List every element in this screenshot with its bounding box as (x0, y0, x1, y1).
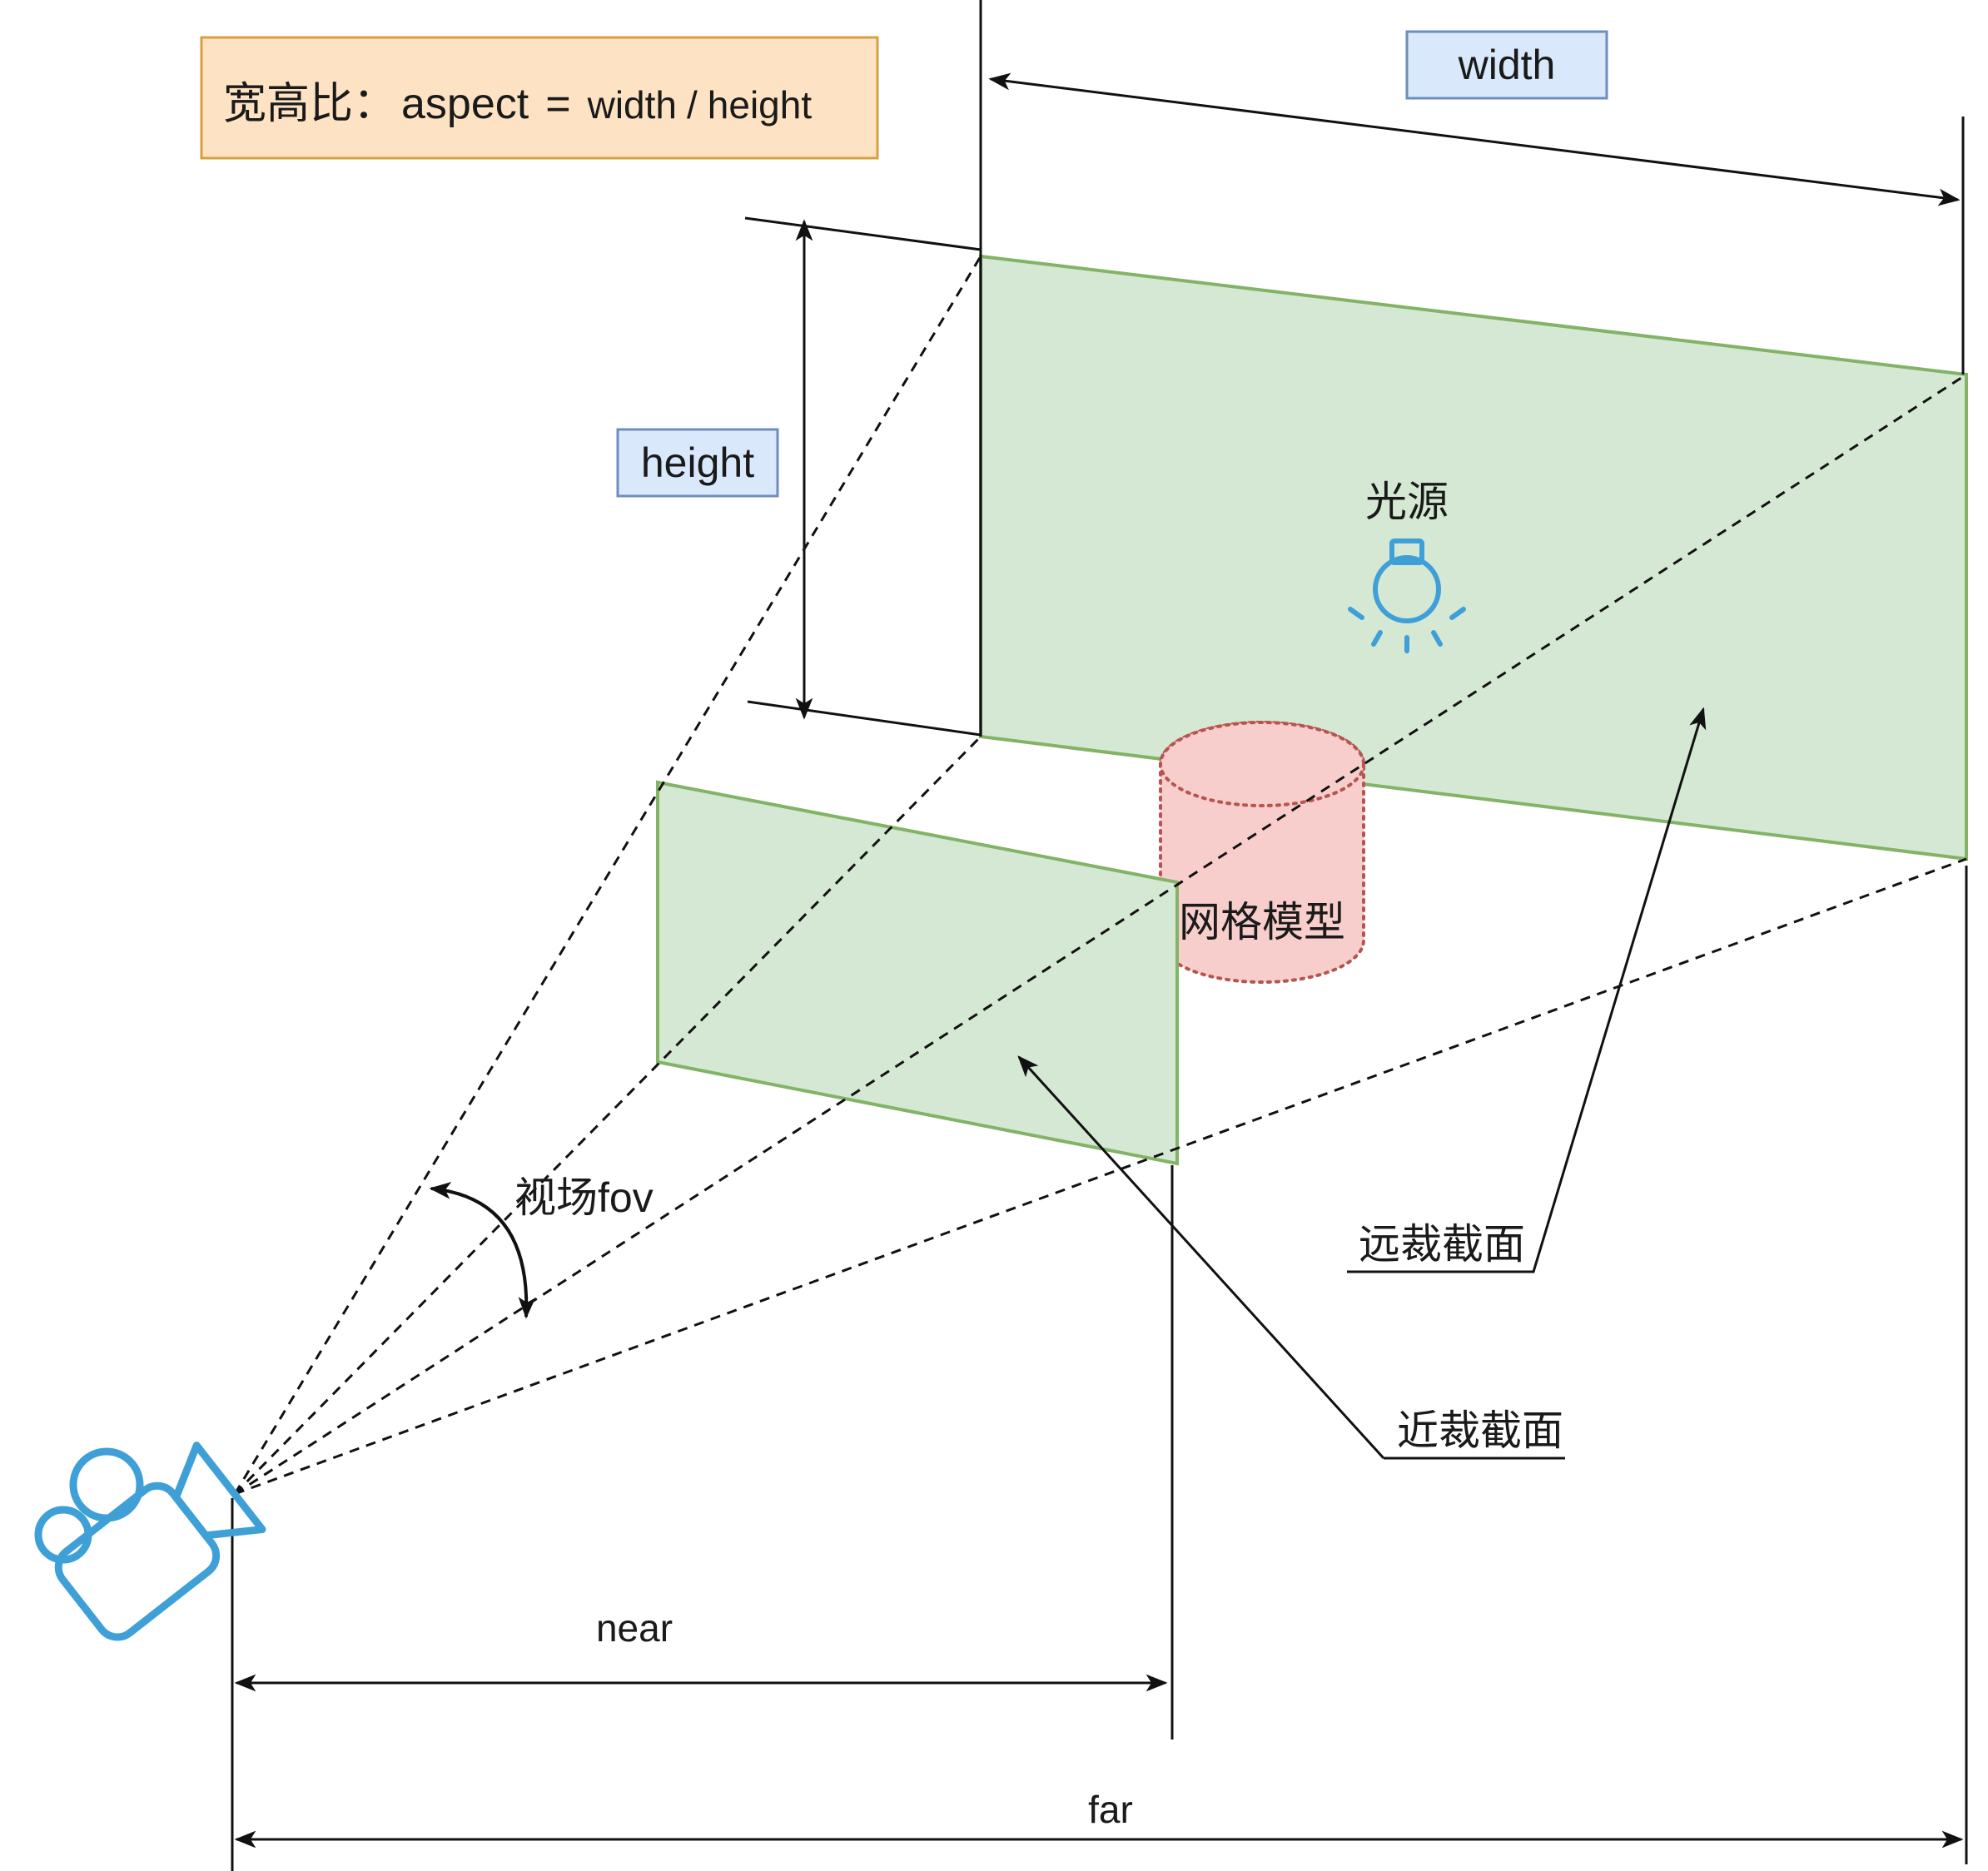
svg-text:width: width (1458, 42, 1556, 88)
width-tag: width (1405, 30, 1608, 100)
far-clipping-plane (979, 254, 1968, 861)
dimension-arrows (234, 72, 1964, 1849)
near-label: near (596, 1606, 673, 1650)
light-bulb-icon (1348, 538, 1466, 653)
svg-text:宽高比：aspect=width/height: 宽高比：aspect = width/height (223, 80, 812, 128)
video-camera-icon (34, 1442, 266, 1641)
frustum-rays (233, 256, 1967, 1496)
width-dimension-arrow (988, 72, 1961, 206)
height-tag: height (616, 428, 779, 498)
mesh-model (1159, 721, 1365, 984)
svg-text:height: height (641, 439, 754, 486)
near-clipping-plane (656, 780, 1179, 1166)
aspect-equals: = (545, 80, 570, 128)
extension-lines (231, 0, 1968, 1871)
fov-arc-arrow (429, 1181, 536, 1319)
aspect-term: aspect (401, 80, 529, 128)
aspect-prefix: 宽高比： (223, 80, 396, 128)
aspect-formula-box: 宽高比：aspect = width/height (200, 36, 879, 160)
aspect-slash: / (687, 83, 698, 127)
aspect-numerator: width (587, 83, 677, 127)
light-source-label: 光源 (1365, 479, 1449, 525)
fov-label: 视场fov (514, 1174, 654, 1221)
far-label: far (1088, 1788, 1133, 1831)
aspect-denominator: height (708, 83, 813, 127)
far-plane-label: 远裁截面 (1359, 1221, 1525, 1268)
near-plane-label: 近裁截面 (1397, 1407, 1563, 1454)
mesh-model-label: 网格模型 (1179, 899, 1345, 945)
